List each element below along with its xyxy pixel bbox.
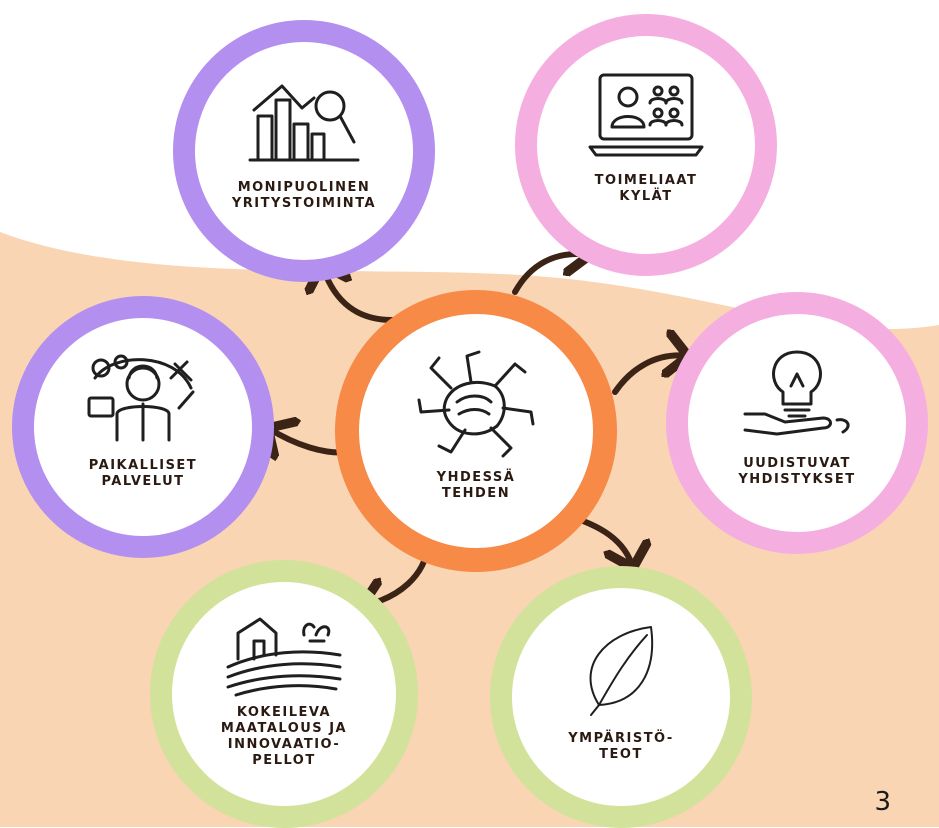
service-worker-tools-icon	[83, 348, 203, 444]
node-monipuolinen-yritystoiminta: MONIPUOLINEN YRITYSTOIMINTA	[173, 20, 435, 282]
node-label: YMPÄRISTÖ- TEOT	[568, 731, 674, 762]
center-label: YHDESSÄ TEHDEN	[436, 470, 516, 501]
node-ymparistoteot: YMPÄRISTÖ- TEOT	[490, 566, 752, 828]
lightbulb-hand-icon	[737, 346, 857, 442]
video-meeting-laptop-icon	[586, 69, 706, 159]
node-uudistuvat-yhdistykset: UUDISTUVAT YHDISTYKSET	[666, 292, 928, 554]
node-yhdessa-tehden: YHDESSÄ TEHDEN	[335, 290, 617, 572]
node-paikalliset-palvelut: PAIKALLISET PALVELUT	[12, 296, 274, 558]
node-label: UUDISTUVAT YHDISTYKSET	[738, 456, 856, 487]
joined-hands-icon	[411, 348, 541, 458]
arrow-to-right	[612, 355, 688, 395]
leaf-icon	[561, 621, 681, 717]
growth-chart-magnifier-icon	[244, 76, 364, 166]
farm-field-icon	[224, 615, 344, 697]
node-label: KOKEILEVA MAATALOUS JA INNOVAATIO- PELLO…	[220, 705, 348, 768]
node-toimeliaat-kylat: TOIMELIAAT KYLÄT	[515, 14, 777, 276]
node-label: PAIKALLISET PALVELUT	[88, 458, 198, 489]
node-label: MONIPUOLINEN YRITYSTOIMINTA	[231, 180, 377, 211]
node-kokeileva-maatalous: KOKEILEVA MAATALOUS JA INNOVAATIO- PELLO…	[150, 560, 418, 828]
node-label: TOIMELIAAT KYLÄT	[594, 173, 698, 204]
arrow-to-top-right	[512, 254, 590, 295]
page-number: 3	[874, 787, 891, 817]
